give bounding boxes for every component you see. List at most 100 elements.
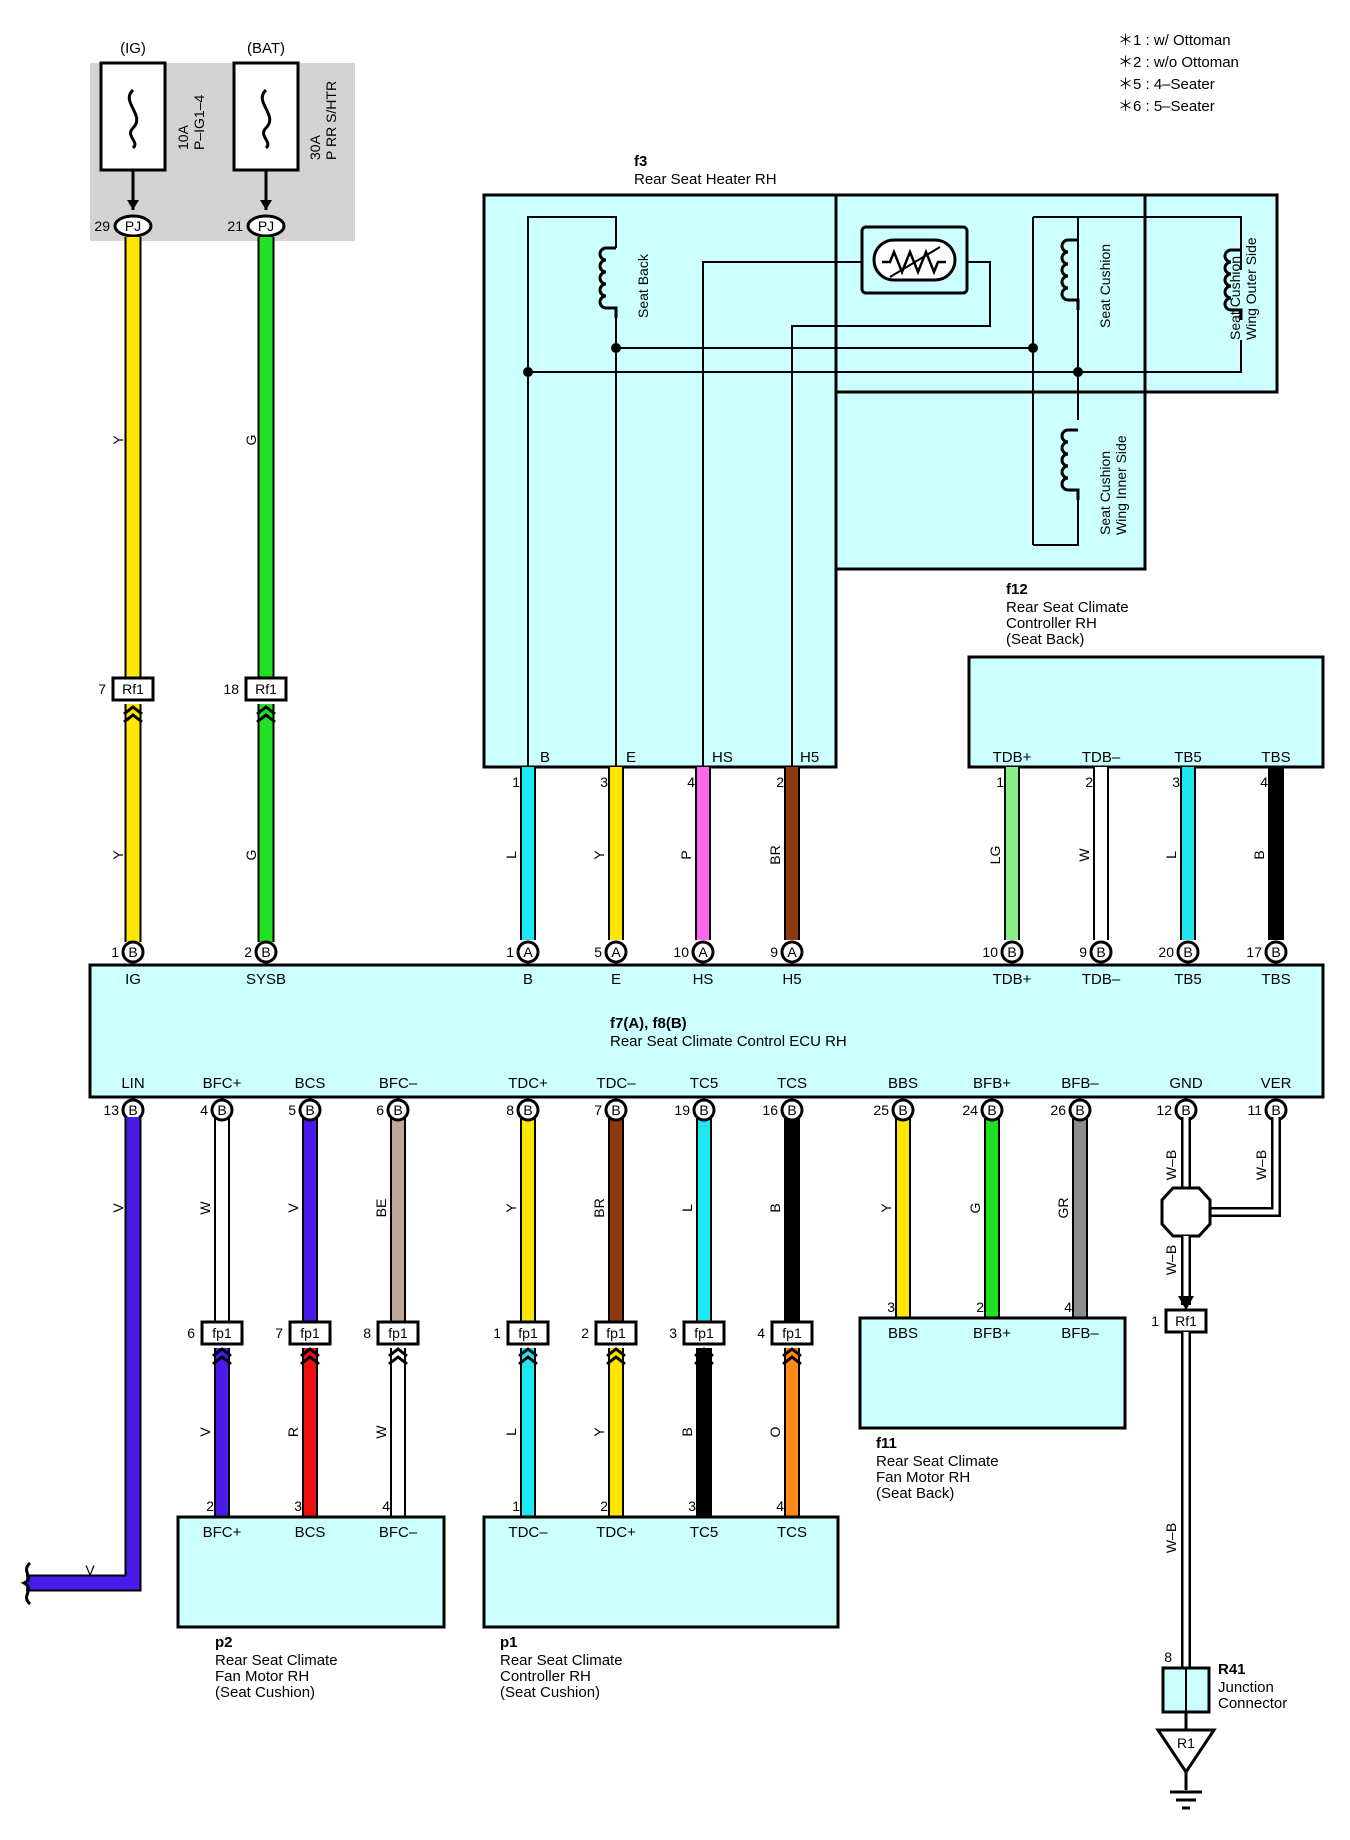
ecu-top-pin-4-terminal	[691, 940, 715, 964]
fp1-pin-6: 4	[757, 1325, 765, 1341]
ecu-top-pin-9-pin: 17	[1246, 944, 1262, 960]
ecu-bottom-wire-color-12: W–B	[1253, 1150, 1269, 1180]
gnd-mid-color: W–B	[1163, 1245, 1179, 1275]
fp1-label-4: fp1	[606, 1325, 626, 1341]
p2-wire-pin-1: 3	[294, 1498, 302, 1514]
f3-wire-pin-3: 2	[776, 774, 784, 790]
svg-text:PJ: PJ	[258, 218, 274, 234]
f12-code: f12	[1006, 581, 1028, 598]
sysb-wire-lower-color: G	[243, 850, 259, 861]
ecu-bottom-pin-0-pin: 13	[103, 1102, 119, 1118]
ecu-top-pin-label-3: E	[611, 971, 621, 988]
rf1-ig-pin: 7	[98, 681, 106, 697]
fp1-label-3: fp1	[518, 1325, 538, 1341]
fp1-label-5: fp1	[694, 1325, 714, 1341]
ecu-top-pin-1-pin: 2	[244, 944, 252, 960]
f3-wire-color-0: L	[503, 851, 519, 859]
ecu-bottom-wire-color-8: Y	[878, 1203, 894, 1213]
ecu-bottom-pin-label-5: TDC–	[596, 1075, 636, 1092]
lower-wire-color-4: Y	[591, 1427, 607, 1437]
ecu-top-pin-2-conn: A	[523, 944, 533, 960]
p1-pin-tdc-minus-label: TDC–	[508, 1524, 548, 1541]
ecu-bottom-wire-color-3: BE	[373, 1199, 389, 1218]
ecu-bottom-pin-label-1: BFC+	[203, 1075, 242, 1092]
rf1-ig-connector	[111, 676, 155, 702]
ecu-bottom-pin-0-conn: B	[128, 1102, 137, 1118]
fp1-pin-4: 2	[581, 1325, 589, 1341]
fp1-label-6: fp1	[782, 1325, 802, 1341]
ecu-bottom-pin-9-terminal	[980, 1098, 1004, 1122]
ecu-bottom-pin-label-8: BBS	[888, 1075, 918, 1092]
ecu-bottom-pin-3-pin: 6	[376, 1102, 384, 1118]
ground-symbol-icon	[1155, 1728, 1217, 1775]
f12-wire-color-3: B	[1251, 850, 1267, 859]
f3-wire-pin-2: 4	[687, 774, 695, 790]
ecu-top-pin-label-2: B	[523, 971, 533, 988]
seat-cushion-heater-icon	[1060, 238, 1080, 310]
ecu-top-pin-label-8: TB5	[1174, 971, 1202, 988]
fp1-label-2: fp1	[388, 1325, 408, 1341]
p2-pin-bfc-minus-label: BFC–	[379, 1524, 418, 1541]
connector-pj-bat	[246, 214, 286, 238]
ecu-box	[88, 963, 1325, 1099]
ecu-bottom-pin-2-conn: B	[305, 1102, 314, 1118]
f12-rear-seat-climate-controller: f12 Rear Seat Climate Controller RH (Sea…	[967, 581, 1325, 769]
svg-text:Rf1: Rf1	[122, 681, 144, 697]
p1-wire-pin-0: 1	[512, 1498, 520, 1514]
lower-wire-color-3: L	[503, 1428, 519, 1436]
ecu-top-pin-8-conn: B	[1183, 944, 1192, 960]
ecu-bottom-pin-label-4: TDC+	[508, 1075, 548, 1092]
f12-wire-pin-3: 4	[1260, 774, 1268, 790]
fuse-ig-name: P–IG1–4	[191, 95, 207, 150]
ecu-bottom-pin-label-12: VER	[1261, 1075, 1292, 1092]
p1-pin-tdc-plus-label: TDC+	[596, 1524, 636, 1541]
f11-rear-seat-climate-fan-motor-seat-back: BBS BFB+ BFB– f11 Rear Seat Climate Fan …	[858, 1316, 1127, 1502]
ecu-code: f7(A), f8(B)	[610, 1015, 687, 1032]
wing-inner-heater-icon	[1060, 428, 1080, 500]
ecu-top-pin-7-conn: B	[1096, 944, 1105, 960]
ecu-top-pin-3-conn: A	[611, 944, 621, 960]
fuse-ig-body	[99, 61, 167, 172]
fp1-pin-3: 1	[493, 1325, 501, 1341]
fuse-bat-source: (BAT)	[247, 40, 285, 57]
ecu-top-pin-6-pin: 10	[982, 944, 998, 960]
ecu-bottom-wire-color-7: B	[767, 1203, 783, 1212]
ecu-bottom-wire-color-4: Y	[503, 1203, 519, 1213]
ig-wire-lower-color: Y	[110, 850, 126, 860]
ecu-top-pin-8-pin: 20	[1158, 944, 1174, 960]
fuse-block: (IG) (BAT) 10A P–IG1–4 30A P RR S/HTR PJ…	[90, 40, 355, 241]
ecu-bottom-pin-8-conn: B	[898, 1102, 907, 1118]
ecu-bottom-pin-7-terminal	[780, 1098, 804, 1122]
ecu-bottom-wire-color-10: GR	[1055, 1198, 1071, 1219]
ecu-top-pin-6-terminal	[1000, 940, 1024, 964]
ecu-bottom-pin-7-conn: B	[787, 1102, 796, 1118]
seat-back-heater-icon	[598, 246, 618, 318]
fp1-pin-2: 8	[363, 1325, 371, 1341]
f12-pin-tb5-label: TB5	[1174, 749, 1202, 766]
ecu-top-pin-7-pin: 9	[1079, 944, 1087, 960]
ecu-bottom-pin-9-conn: B	[987, 1102, 996, 1118]
p1-code: p1	[500, 1634, 518, 1651]
p1-pin-tcs-label: TCS	[777, 1524, 807, 1541]
rf1-sysb-pin: 18	[223, 681, 239, 697]
ecu-bottom-pin-label-7: TCS	[777, 1075, 807, 1092]
gnd-arrow-icon	[1178, 1296, 1194, 1310]
fp1-connector-4	[594, 1320, 638, 1346]
p1-name-line-3: (Seat Cushion)	[500, 1684, 600, 1701]
fp1-connector-1	[288, 1320, 332, 1346]
pj-bat-pin: 21	[227, 218, 243, 234]
p2-name-line-2: Fan Motor RH	[215, 1668, 309, 1685]
legend-notes: ＊1 : w/ Ottoman ＊2 : w/o Ottoman ＊5 : 4–…	[1118, 32, 1239, 115]
sysb-wire: G G Rf1 18	[223, 237, 288, 942]
f3-wire-pin-0: 1	[512, 774, 520, 790]
ecu-bottom-wire-color-6: L	[679, 1204, 695, 1212]
ecu-top-pin-5-terminal	[780, 940, 804, 964]
ecu-bottom-pin-3-terminal	[386, 1098, 410, 1122]
p1-name-line-1: Rear Seat Climate	[500, 1652, 623, 1669]
f3-code: f3	[634, 153, 647, 170]
fp1-connector-2	[376, 1320, 420, 1346]
ecu-bottom-pin-8-terminal	[891, 1098, 915, 1122]
f12-wire-color-0: LG	[987, 846, 1003, 865]
f3-wire-color-3: BR	[767, 845, 783, 864]
